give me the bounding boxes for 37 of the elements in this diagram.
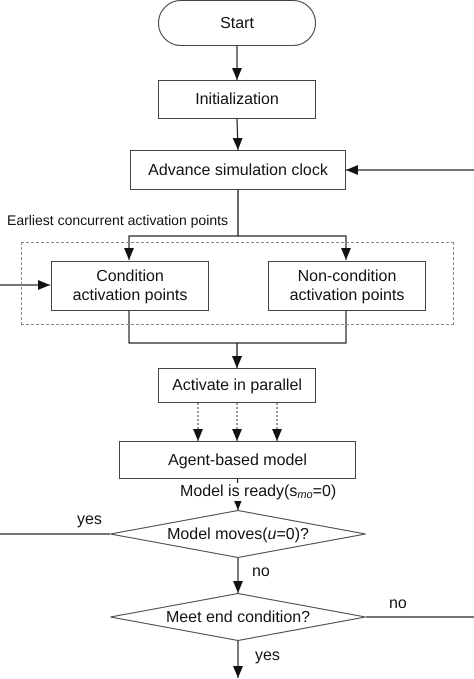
step-label: Agent-based model	[168, 450, 307, 470]
edge-label: yes	[255, 647, 280, 665]
arrow	[233, 641, 243, 678]
decision-label: Meet end condition?	[166, 608, 310, 626]
connector-line	[0, 533, 110, 535]
arrow	[272, 403, 282, 441]
process-box	[119, 441, 356, 479]
group-heading: Earliest concurrent activation points	[7, 212, 228, 229]
step-label: Initialization	[195, 90, 279, 109]
process-box	[268, 261, 426, 311]
step-label: Start	[220, 14, 254, 32]
edge-label: no	[252, 563, 270, 581]
arrow	[232, 310, 347, 368]
step-label: Non-condition activation points	[288, 267, 406, 305]
process-box	[158, 368, 316, 403]
arrow	[232, 46, 242, 80]
step-label: Advance simulation clock	[148, 160, 328, 180]
arrow	[237, 190, 351, 260]
decision-label: Model moves(u=0)?	[167, 524, 309, 544]
arrow	[232, 118, 243, 150]
arrow	[346, 165, 474, 175]
step-label: Activate in parallel	[172, 376, 302, 395]
step-label: Condition activation points	[72, 267, 188, 305]
edge-label: no	[389, 595, 407, 613]
decision-diamond	[110, 593, 366, 641]
edge-label: yes	[77, 511, 102, 529]
connector-line	[366, 616, 474, 618]
edge-label: Model is ready(s$_{mo}$=0)	[178, 483, 338, 501]
arrow	[233, 558, 243, 593]
arrow	[0, 280, 50, 290]
arrow	[232, 403, 242, 441]
process-box	[158, 80, 316, 119]
process-box	[130, 150, 346, 190]
terminator-box	[158, 0, 316, 46]
decision-diamond	[110, 510, 366, 558]
arrow	[193, 403, 203, 441]
process-box	[51, 261, 209, 311]
